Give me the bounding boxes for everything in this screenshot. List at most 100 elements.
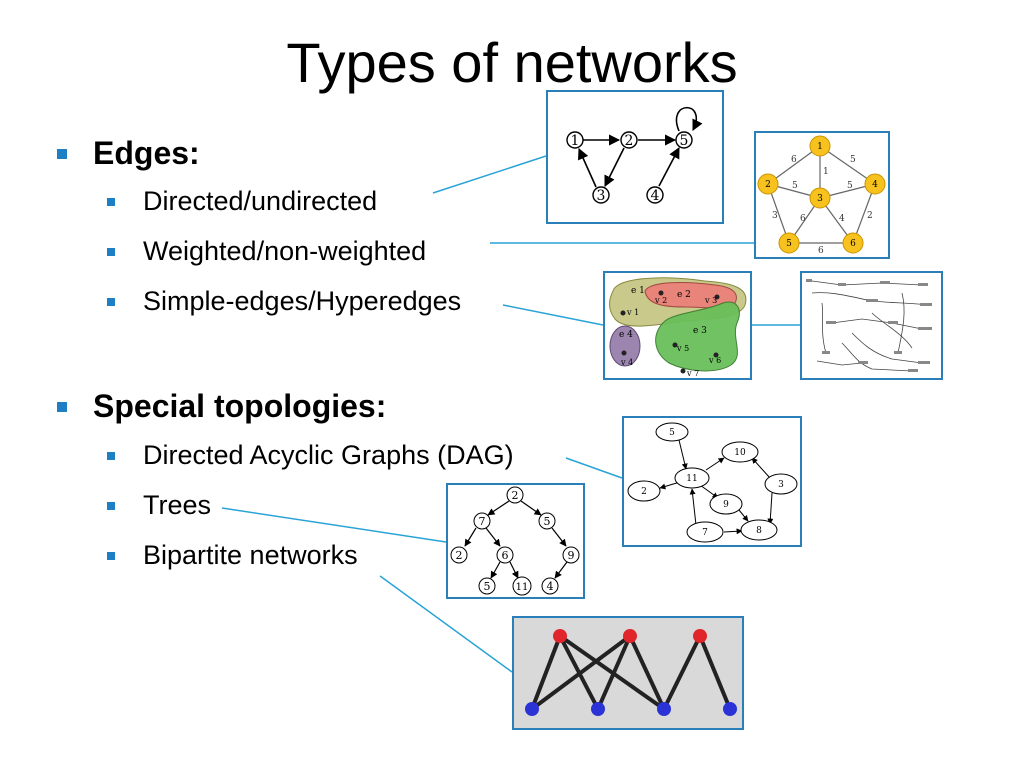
tree-edge [520,500,542,516]
label-e2: e 2 [677,290,691,300]
svg-text:4: 4 [651,188,660,204]
tree-node-label: 5 [484,580,491,593]
svg-text:5: 5 [786,239,792,249]
tree-node [450,546,468,564]
bullet-topologies: Special topologies: [57,388,386,425]
hyperedge-e3 [655,301,740,372]
vertex-dot [658,290,664,296]
bullet-marker [107,551,115,560]
bullet-marker [107,247,115,256]
weight-label: 6 [800,214,806,224]
bipartite-bottom-node [591,702,605,716]
bullet-marker [57,148,67,159]
dag-edge [705,457,725,471]
dag-node-label: 7 [702,528,708,538]
dag-node-label: 9 [723,500,729,510]
item-hyperedges: Simple-edges/Hyperedges [143,286,462,316]
weight-label: 6 [791,155,797,165]
dag-edge [738,509,749,522]
bullet-marker [107,451,115,460]
bipartite-edge [530,634,632,711]
dag-node [709,493,743,515]
tree-edge [551,527,567,547]
bullet-marker [107,297,115,306]
tree-edge [464,527,477,547]
dag-node [627,480,661,502]
weighted-node-4: 4 [864,173,886,195]
tree-node-label: 9 [568,549,575,562]
tree-node [478,577,496,595]
dag-panel: 5 10 11 3 2 9 7 8 [622,416,802,547]
connector-bipartite [379,575,513,673]
bullet-bipartite: Bipartite networks [107,540,358,571]
section-heading-topologies: Special topologies: [93,388,387,424]
dag-edge [689,488,697,526]
tree-graph: 2 7 5 2 6 9 5 11 4 [450,486,580,596]
dag-edge [751,457,771,479]
slide-title: Types of networks [286,31,738,94]
tree-node [512,576,532,596]
dag-node [674,467,710,489]
vertex-dot [714,294,720,300]
bipartite-top-node [623,629,637,643]
svg-text:6: 6 [850,239,856,249]
tree-node [496,546,514,564]
tree-edge [554,561,568,579]
tree-node-label: 11 [516,582,529,593]
connector-trees [221,507,447,543]
tree-node-label: 6 [502,549,509,562]
directed-graph: 1 2 3 4 5 [566,106,703,204]
tree-node [562,546,580,564]
tree-node [506,486,524,504]
self-loop-5 [675,106,703,132]
dag-node [721,441,759,463]
svg-text:1: 1 [571,133,580,149]
bipartite-edge [530,634,562,711]
weight-label: 1 [823,167,829,177]
weighted-graph: 6 5 1 5 5 3 6 4 2 6 1 2 3 4 5 6 [757,135,886,256]
bipartite-bottom-node [723,702,737,716]
bipartite-edge [662,634,702,711]
bullet-marker [107,501,115,510]
label-v3: v 3 [704,296,717,305]
weighted-node-1: 1 [809,135,831,157]
bipartite-bottom-node [657,702,671,716]
hyperedge-e4 [609,325,641,367]
dag-node-label: 11 [686,474,697,484]
vertex-dot [680,368,686,374]
edge-2-3 [604,147,625,188]
vertex-dot [620,310,626,316]
dag-edge [767,492,774,525]
hypergraph: e 1 e 2 e 3 e 4 v 1 v 2 v 3 v 4 v 5 v 6 … [609,277,747,378]
bullet-marker [107,197,115,206]
tree-node-label: 4 [547,580,554,593]
directed-node-2: 2 [620,131,638,149]
connector-directed [432,155,547,194]
tree-node [541,577,559,595]
weighted-node-5: 5 [778,232,800,254]
dag-graph: 5 10 11 3 2 9 7 8 [627,422,798,543]
tree-node [538,512,556,530]
tree-node-label: 7 [479,515,486,528]
dag-node [764,473,798,495]
tree-node [473,512,491,530]
dag-node-label: 5 [669,428,675,438]
bipartite-top-node [693,629,707,643]
bipartite-panel [512,616,744,730]
weighted-node-6: 6 [842,232,864,254]
directed-node-3: 3 [592,186,610,204]
weight-label: 3 [772,211,778,221]
dag-edge [699,484,719,499]
item-directed: Directed/undirected [143,186,378,216]
label-v5: v 5 [676,344,689,353]
weight-label: 5 [792,181,798,191]
weighted-node-2: 2 [757,173,779,195]
vertex-dot [621,350,627,356]
label-e1: e 1 [631,286,645,296]
bipartite-edge [596,634,632,711]
bullet-directed: Directed/undirected [107,186,377,217]
connector-dag [565,457,623,479]
tree-edge [485,527,501,547]
svg-text:3: 3 [817,194,823,204]
dag-node-label: 10 [734,448,746,458]
